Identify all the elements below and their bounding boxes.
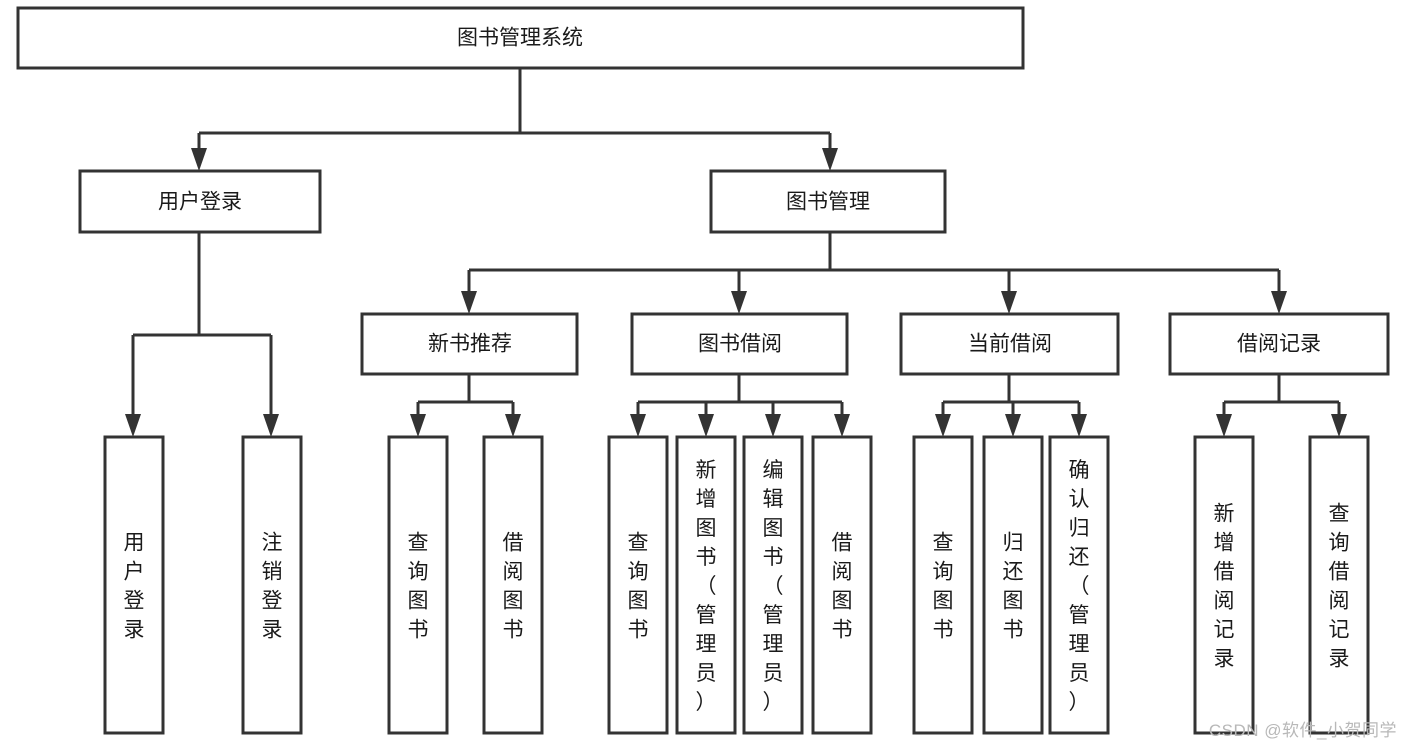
node-leaf-borrow-book-2-box[interactable] xyxy=(811,435,873,735)
node-leaf-logout-label: 注销登录 xyxy=(262,532,283,642)
arrow-to-borrow-record xyxy=(1271,291,1287,314)
node-leaf-query-book-3[interactable]: 查询图书 xyxy=(912,435,974,735)
node-leaf-add-book-box[interactable] xyxy=(675,435,737,735)
node-leaf-return-book[interactable]: 归还图书 xyxy=(982,435,1044,735)
edges-layer xyxy=(125,68,1347,437)
arrow-leaf-add-book xyxy=(698,414,714,437)
node-book-manage-box[interactable] xyxy=(709,169,947,234)
arrow-leaf-borrow-book-2 xyxy=(834,414,850,437)
node-new-book-recommend[interactable]: 新书推荐 xyxy=(360,312,579,376)
node-leaf-query-record-box[interactable] xyxy=(1308,435,1370,735)
node-leaf-confirm-return-label: 确认归还（管理员） xyxy=(1069,459,1090,714)
node-borrow-record-label: 借阅记录 xyxy=(1237,333,1321,356)
node-leaf-edit-book-label: 编辑图书（管理员） xyxy=(763,459,784,714)
node-leaf-borrow-book-2-label: 借阅图书 xyxy=(832,532,853,642)
node-current-borrow-box[interactable] xyxy=(899,312,1120,376)
node-leaf-user-login[interactable]: 用户登录 xyxy=(103,435,165,735)
node-leaf-query-book-3-box[interactable] xyxy=(912,435,974,735)
node-new-book-recommend-label: 新书推荐 xyxy=(428,333,512,356)
node-user-login[interactable]: 用户登录 xyxy=(78,169,322,234)
node-leaf-add-record-label: 新增借阅记录 xyxy=(1214,503,1235,671)
node-root-box[interactable] xyxy=(16,6,1025,70)
arrow-to-book-manage xyxy=(822,148,838,171)
node-root[interactable]: 图书管理系统 xyxy=(16,6,1025,70)
node-leaf-user-login-box[interactable] xyxy=(103,435,165,735)
node-leaf-logout[interactable]: 注销登录 xyxy=(241,435,303,735)
arrow-leaf-logout xyxy=(263,414,279,437)
node-borrow-record-box[interactable] xyxy=(1168,312,1390,376)
node-leaf-borrow-book-2[interactable]: 借阅图书 xyxy=(811,435,873,735)
node-leaf-confirm-return[interactable]: 确认归还（管理员） xyxy=(1048,435,1110,735)
node-leaf-edit-book[interactable]: 编辑图书（管理员） xyxy=(742,435,804,735)
node-book-borrow-box[interactable] xyxy=(630,312,849,376)
node-leaf-query-book-2-box[interactable] xyxy=(607,435,669,735)
node-leaf-query-book-1-label: 查询图书 xyxy=(408,532,429,642)
csdn-watermark: CSDN @软件_小贺同学 xyxy=(1208,721,1397,740)
node-leaf-add-book-label: 新增图书（管理员） xyxy=(696,459,717,714)
node-leaf-borrow-book-1-box[interactable] xyxy=(482,435,544,735)
node-leaf-query-record-label: 查询借阅记录 xyxy=(1329,503,1350,671)
node-leaf-query-book-2-label: 查询图书 xyxy=(628,532,649,642)
node-book-borrow-label: 图书借阅 xyxy=(698,333,782,356)
node-leaf-query-book-2[interactable]: 查询图书 xyxy=(607,435,669,735)
arrow-leaf-return-book xyxy=(1005,414,1021,437)
node-leaf-query-book-1-box[interactable] xyxy=(387,435,449,735)
node-leaf-query-book-3-label: 查询图书 xyxy=(933,532,954,642)
node-book-manage[interactable]: 图书管理 xyxy=(709,169,947,234)
node-leaf-return-book-box[interactable] xyxy=(982,435,1044,735)
node-leaf-user-login-label: 用户登录 xyxy=(124,532,145,642)
arrow-to-current-borrow xyxy=(1001,291,1017,314)
node-leaf-borrow-book-1[interactable]: 借阅图书 xyxy=(482,435,544,735)
node-leaf-query-book-1[interactable]: 查询图书 xyxy=(387,435,449,735)
node-book-borrow[interactable]: 图书借阅 xyxy=(630,312,849,376)
node-root-label: 图书管理系统 xyxy=(457,27,583,50)
node-leaf-confirm-return-box[interactable] xyxy=(1048,435,1110,735)
node-leaf-add-record-box[interactable] xyxy=(1193,435,1255,735)
node-leaf-edit-book-box[interactable] xyxy=(742,435,804,735)
arrow-leaf-query-book-1 xyxy=(410,414,426,437)
node-leaf-query-record[interactable]: 查询借阅记录 xyxy=(1308,435,1370,735)
node-user-login-label: 用户登录 xyxy=(158,191,242,214)
node-current-borrow-label: 当前借阅 xyxy=(968,333,1052,356)
arrow-leaf-query-record xyxy=(1331,414,1347,437)
node-borrow-record[interactable]: 借阅记录 xyxy=(1168,312,1390,376)
node-leaf-return-book-label: 归还图书 xyxy=(1003,532,1024,642)
node-leaf-add-book[interactable]: 新增图书（管理员） xyxy=(675,435,737,735)
arrow-to-user-login xyxy=(191,148,207,171)
node-leaf-add-record[interactable]: 新增借阅记录 xyxy=(1193,435,1255,735)
arrow-leaf-query-book-2 xyxy=(630,414,646,437)
arrow-to-new-book-recommend xyxy=(461,291,477,314)
arrow-to-book-borrow xyxy=(731,291,747,314)
arrow-leaf-edit-book xyxy=(765,414,781,437)
node-new-book-recommend-box[interactable] xyxy=(360,312,579,376)
arrow-leaf-query-book-3 xyxy=(935,414,951,437)
node-leaf-borrow-book-1-label: 借阅图书 xyxy=(503,532,524,642)
arrow-leaf-borrow-book-1 xyxy=(505,414,521,437)
node-user-login-box[interactable] xyxy=(78,169,322,234)
arrow-leaf-confirm-return xyxy=(1071,414,1087,437)
node-leaf-logout-box[interactable] xyxy=(241,435,303,735)
node-current-borrow[interactable]: 当前借阅 xyxy=(899,312,1120,376)
arrow-leaf-add-record xyxy=(1216,414,1232,437)
arrow-leaf-user-login xyxy=(125,414,141,437)
node-book-manage-label: 图书管理 xyxy=(786,191,870,214)
